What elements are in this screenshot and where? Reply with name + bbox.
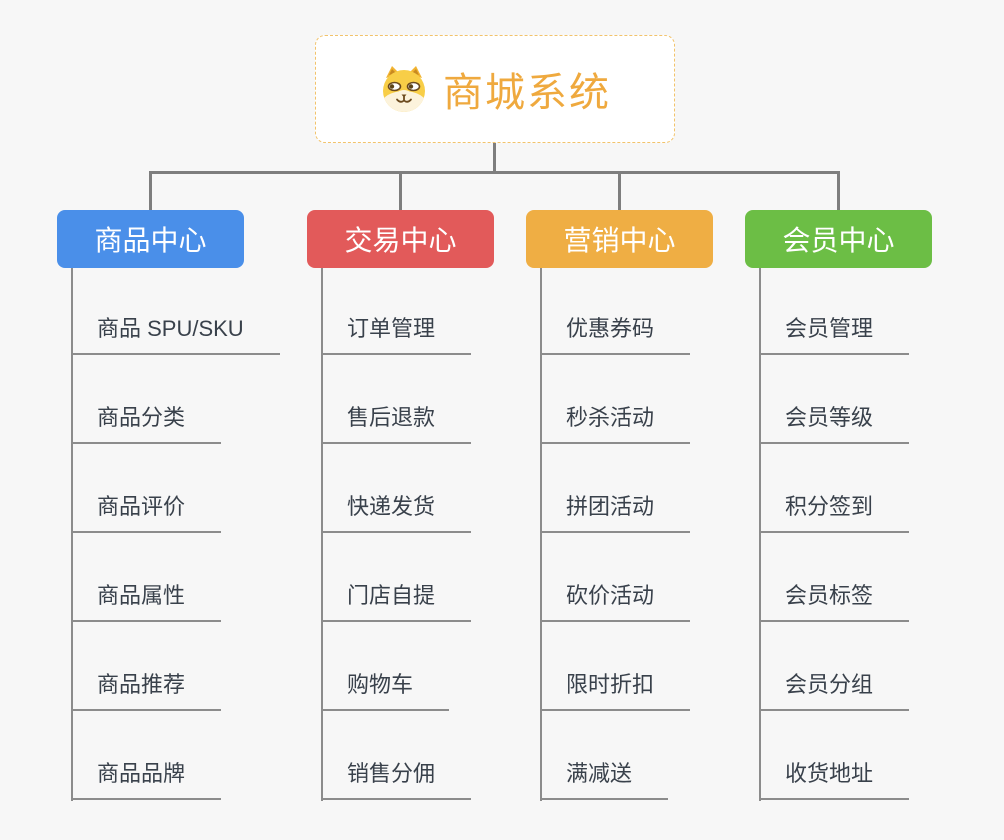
leaf-topic[interactable]: 购物车 [321,670,450,711]
leaf-topic[interactable]: 商品品牌 [71,759,222,800]
leaf-topic[interactable]: 销售分佣 [321,759,472,800]
connector-root-stub [493,143,496,172]
connector-drop-member [837,171,840,211]
root-node-mall-system[interactable]: 商城系统 [315,35,675,143]
branch-label: 商品中心 [94,225,207,256]
leaf-topic[interactable]: 积分签到 [759,492,910,533]
leaf-topic[interactable]: 商品评价 [71,492,222,533]
leaf-topic[interactable]: 门店自提 [321,581,472,622]
leaf-topic[interactable]: 会员标签 [759,581,910,622]
branch-node-marketing-center[interactable]: 营销中心 [526,210,713,268]
leaf-topic[interactable]: 砍价活动 [540,581,691,622]
branch-label: 营销中心 [563,225,676,256]
leaf-topic[interactable]: 商品推荐 [71,670,222,711]
connector-drop-trade [399,171,402,211]
leaf-topic[interactable]: 商品属性 [71,581,222,622]
spine-marketing-center [540,268,542,801]
leaf-topic[interactable]: 快递发货 [321,492,472,533]
root-title: 商城系统 [443,71,611,115]
leaf-topic[interactable]: 会员分组 [759,670,910,711]
leaf-topic[interactable]: 售后退款 [321,403,472,444]
leaf-topic[interactable]: 订单管理 [321,314,472,355]
leaf-topic[interactable]: 满减送 [540,759,669,800]
leaf-topic[interactable]: 收货地址 [759,759,910,800]
branch-node-product-center[interactable]: 商品中心 [57,210,244,268]
spine-product-center [71,268,73,801]
connector-drop-product [149,171,152,211]
leaf-topic[interactable]: 优惠券码 [540,314,691,355]
branch-label: 会员中心 [782,225,895,256]
dog-face-icon [383,66,425,112]
leaf-topic[interactable]: 秒杀活动 [540,403,691,444]
branch-node-member-center[interactable]: 会员中心 [745,210,932,268]
connector-horizontal-bar [149,171,840,174]
spine-member-center [759,268,761,801]
leaf-topic[interactable]: 会员等级 [759,403,910,444]
branch-label: 交易中心 [344,225,457,256]
connector-drop-marketing [618,171,621,211]
leaf-topic[interactable]: 商品分类 [71,403,222,444]
leaf-topic[interactable]: 拼团活动 [540,492,691,533]
leaf-topic[interactable]: 会员管理 [759,314,910,355]
branch-node-trade-center[interactable]: 交易中心 [307,210,494,268]
leaf-topic[interactable]: 限时折扣 [540,670,691,711]
leaf-topic[interactable]: 商品 SPU/SKU [71,314,280,355]
spine-trade-center [321,268,323,801]
